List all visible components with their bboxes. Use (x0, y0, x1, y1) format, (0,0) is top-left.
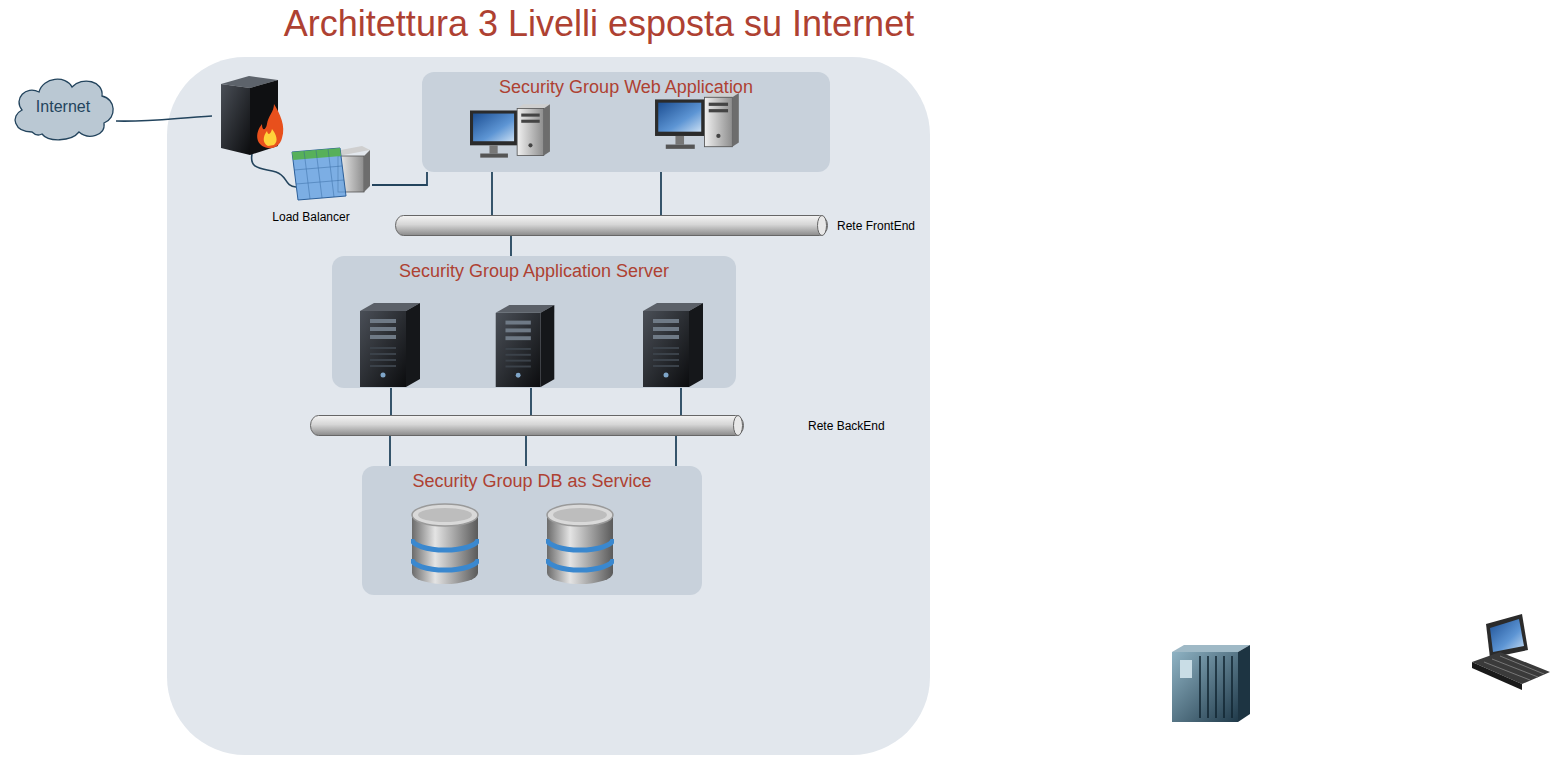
network-link (491, 172, 493, 215)
network-link (510, 236, 512, 256)
desktop-icon (1472, 614, 1550, 690)
network-link (390, 388, 392, 415)
pipe-shape (310, 415, 744, 436)
pipe-end (818, 216, 827, 236)
network-link (389, 436, 391, 466)
network-pipe: Rete FrontEnd (395, 215, 828, 236)
pipe-end (734, 416, 743, 436)
network-link (372, 172, 427, 185)
cloud-label: Internet (36, 98, 90, 116)
network-link (525, 436, 527, 466)
title-block: Architettura 3 Livelli esposta su Intern… (284, 3, 914, 45)
load-balancer-icon (292, 146, 370, 200)
internet-wire (116, 116, 212, 121)
app-server-icon (643, 303, 703, 387)
group-title: Security Group Application Server (399, 261, 669, 282)
network-label: Rete FrontEnd (837, 219, 915, 233)
app-server-icon (360, 303, 420, 387)
network-link (530, 388, 532, 415)
app-server-icon (496, 305, 555, 387)
web-server-icon (470, 104, 550, 157)
pipe-body (396, 216, 828, 236)
network-link (675, 436, 677, 466)
network-link (680, 388, 682, 415)
network-link (660, 172, 662, 215)
diagram-title: Architettura 3 Livelli esposta su Intern… (284, 3, 914, 44)
rack-icon (1172, 645, 1250, 722)
web-server-icon (655, 93, 739, 149)
network-pipe: Rete BackEnd (310, 415, 744, 436)
cloud-region (167, 57, 930, 755)
group-title: Security Group DB as Service (412, 471, 651, 492)
database-icon (547, 504, 613, 584)
firewall-icon (221, 76, 283, 155)
database-icon (412, 504, 478, 584)
firewall-wire (252, 154, 296, 187)
cloud-outline (15, 79, 113, 140)
cloud-shape (8, 72, 118, 142)
device-label: Load Balancer (272, 210, 349, 224)
pipe-body (311, 416, 744, 436)
pipe-shape (395, 215, 828, 236)
network-label: Rete BackEnd (808, 419, 885, 433)
internet-cloud: Internet (8, 72, 118, 142)
